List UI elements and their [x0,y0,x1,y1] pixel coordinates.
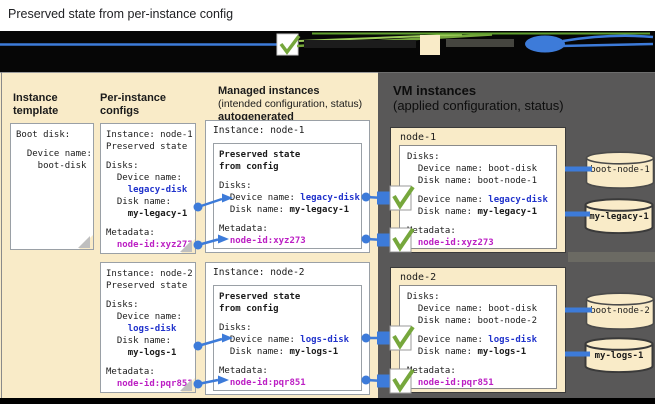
header-managed-instances: Managed instances (intended configuratio… [218,85,378,124]
preserved-state-swatch [420,35,440,55]
legend-graphic [0,32,654,56]
header-managed-line1: Managed instances [218,85,320,97]
disk-label: boot-node-1 [590,165,650,175]
disk-cylinder-icon [585,292,655,330]
disk-cylinder-icon [584,337,654,373]
header-per-instance-configs: Per-instance configs [100,92,167,117]
vm-instance-node-1: node-1 Disks: Device name: boot-disk Dis… [390,127,566,253]
vm-instance-title: node-2 [400,272,437,283]
disk-my-logs-1: my-logs-1 [584,337,654,373]
disk-cylinder-icon [584,198,654,234]
disk-cylinder-icon [585,151,655,189]
disk-label: my-logs-1 [594,351,644,361]
bottom-border-bar [0,398,655,404]
header-instance-template: Instance template [13,92,59,117]
vm-instance-state: Disks: Device name: boot-disk Disk name:… [399,145,557,249]
vm-instance-node-2: node-2 Disks: Device name: boot-disk Dis… [390,267,566,393]
disk-label: boot-node-2 [590,306,650,316]
header-vm-line2: (applied configuration, status) [393,98,564,113]
header-vm-line1: VM instances [393,83,477,98]
disk-my-legacy-1: my-legacy-1 [584,198,654,234]
vm-instance-title: node-1 [400,132,437,143]
legend-label-smudge [304,40,416,48]
panel-left-border [1,72,2,398]
legend-band [0,31,655,72]
managed-instance-title: Instance: node-1 [213,125,305,136]
legend-blue-line-2 [559,42,654,48]
instance-template-box: Boot disk: Device name: boot-disk [10,123,94,250]
legend-blue-swoosh [562,34,654,43]
page-title: Preserved state from per-instance config [8,7,234,21]
header-vm-instances: VM instances (applied configuration, sta… [393,83,643,113]
checkmark-icon [276,33,301,56]
header-managed-line2: (intended configuration, status) [218,98,363,110]
disk-label: my-legacy-1 [589,212,649,222]
vm-instance-state: Disks: Device name: boot-disk Disk name:… [399,285,557,389]
managed-instance-title: Instance: node-2 [213,267,305,278]
legend-label-smudge [446,39,514,47]
disk-boot-node-1: boot-node-1 [585,151,655,189]
disk-boot-node-2: boot-node-2 [585,292,655,330]
disk-oval-icon [525,35,565,53]
vm-panel-divider [568,252,655,262]
